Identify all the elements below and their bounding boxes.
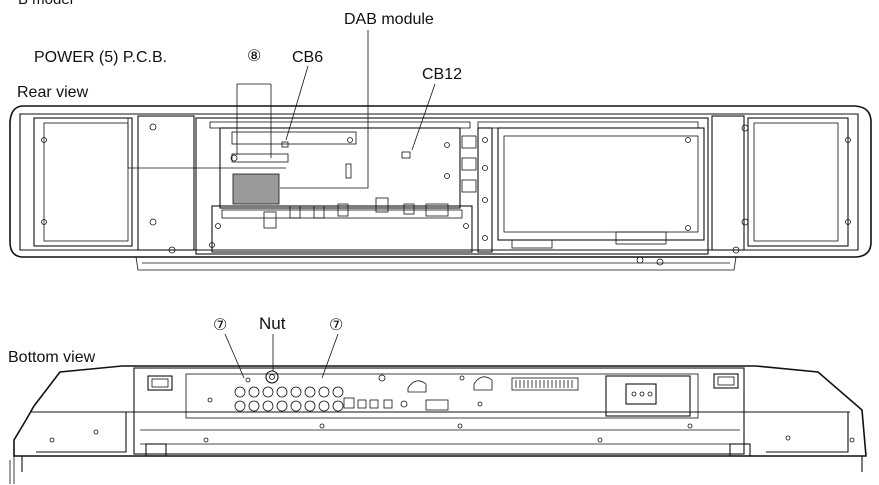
cb12-label: CB12 [422, 66, 462, 83]
rear-view-title: Rear view [17, 84, 89, 101]
nut-label: Nut [259, 314, 286, 333]
screw-7-right-callout: ⑦ [329, 317, 343, 334]
cb6-label: CB6 [292, 49, 323, 66]
bottom-view-drawing [9, 365, 867, 484]
dab-module-label: DAB module [344, 11, 434, 28]
model-label: B model [18, 0, 73, 8]
screw-8-callout: ⑧ [247, 48, 261, 65]
bottom-view-leaders [224, 333, 339, 379]
power-pcb-label: POWER (5) P.C.B. [34, 49, 167, 66]
rear-view-drawing [9, 105, 872, 271]
bottom-view-title: Bottom view [8, 349, 96, 366]
rear-view-leaders [127, 30, 436, 189]
screw-7-left-callout: ⑦ [213, 317, 227, 334]
